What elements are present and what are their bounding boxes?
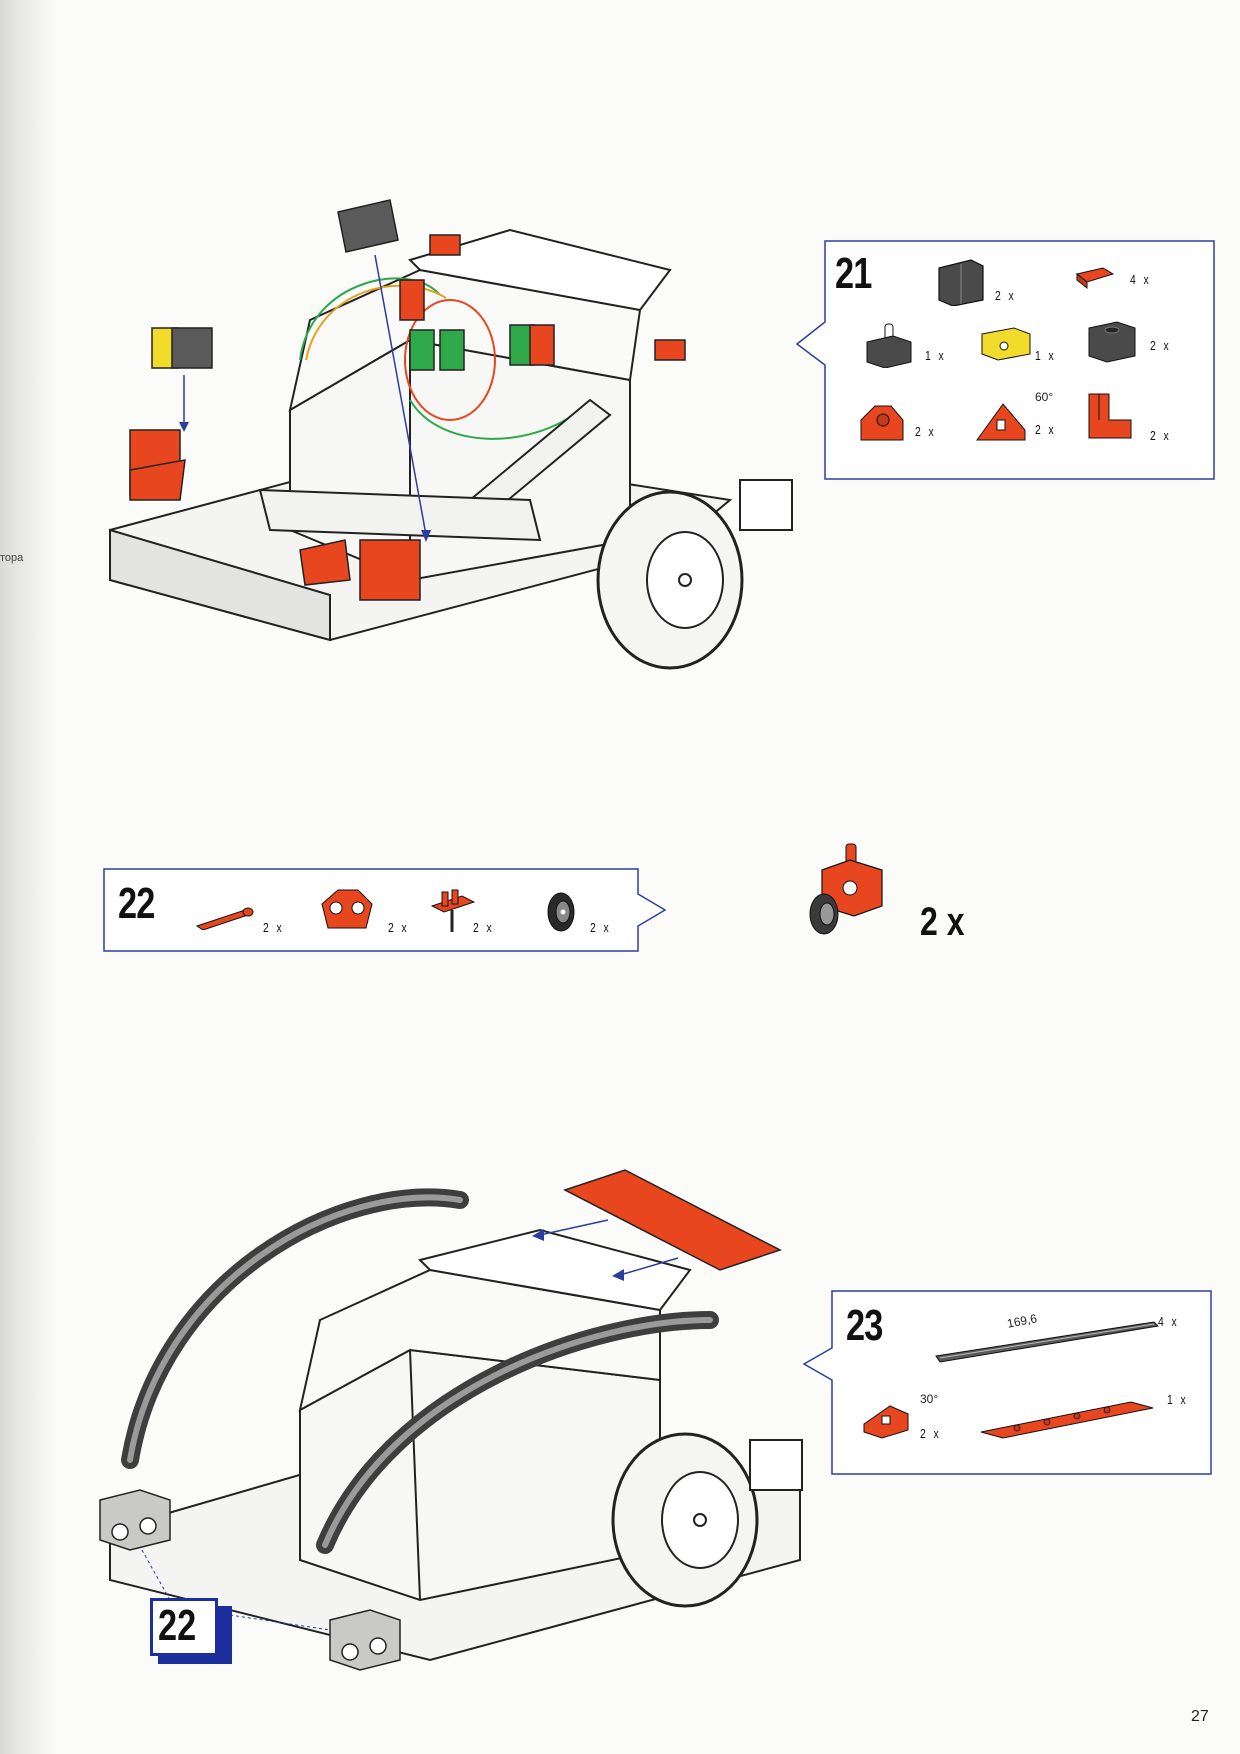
step-22-reference-badge: 22 (150, 1598, 232, 1664)
red-angle-block-icon (860, 405, 904, 441)
red-hinge-joint-icon (321, 889, 373, 929)
part-qty: 2 x (590, 920, 612, 935)
red-axle-icon (195, 907, 254, 930)
part-qty: 2 x (915, 424, 937, 439)
black-wheel-icon (547, 892, 575, 932)
step-22-parts-callout: 22 2 x 2 x 2 x 2 x (103, 868, 668, 952)
step-21-number: 21 (835, 249, 872, 298)
step-23-number: 23 (846, 1301, 883, 1350)
push-button-switch-icon (866, 323, 912, 368)
red-wedge-30-icon (863, 1405, 909, 1439)
red-long-plate-icon (980, 1401, 1154, 1439)
part-qty: 4 x (1158, 1314, 1180, 1329)
step-23-parts-callout: 23 169,6 4 x 30° 2 x 1 x (802, 1290, 1212, 1475)
binding-gutter (0, 0, 56, 1754)
part-qty: 2 x (473, 920, 495, 935)
part-qty: 2 x (995, 288, 1017, 303)
red-mini-plate-icon (1075, 267, 1115, 290)
step-21-parts-callout: 21 2 x 4 x 1 x 1 x 2 x 2 x 60° 2 x (795, 240, 1215, 480)
part-qty: 2 x (263, 920, 285, 935)
part-qty: 2 x (1035, 422, 1057, 437)
margin-note: тора (0, 552, 24, 564)
wedge-angle-label: 60° (1035, 390, 1054, 404)
flat-building-block-icon (938, 259, 984, 306)
step-22-number: 22 (118, 879, 155, 928)
gray-cube-block-icon (1088, 321, 1136, 363)
part-qty: 2 x (1150, 338, 1172, 353)
step-22-assembled-wheel-unit (809, 843, 883, 935)
yellow-block-icon (981, 327, 1031, 361)
red-wedge-60-icon (976, 403, 1026, 441)
part-qty: 1 x (1035, 348, 1057, 363)
part-qty: 2 x (1150, 428, 1172, 443)
part-qty: 4 x (1130, 272, 1152, 287)
red-l-bracket-icon (1088, 393, 1132, 439)
part-qty: 2 x (388, 920, 410, 935)
gray-strut-icon (935, 1321, 1160, 1363)
part-qty: 1 x (925, 348, 947, 363)
red-axle-holder-icon (430, 889, 476, 932)
step-21-model-illustration (109, 199, 793, 670)
badge-face (150, 1598, 218, 1656)
wedge-angle-label: 30° (920, 1392, 939, 1406)
part-qty: 2 x (920, 1426, 942, 1441)
badge-number: 22 (158, 1601, 197, 1650)
page-number: 27 (1191, 1708, 1209, 1725)
step-22-result-qty: 2 x (920, 900, 965, 944)
step-23-model-illustration (99, 1169, 803, 1671)
part-qty: 1 x (1167, 1392, 1189, 1407)
